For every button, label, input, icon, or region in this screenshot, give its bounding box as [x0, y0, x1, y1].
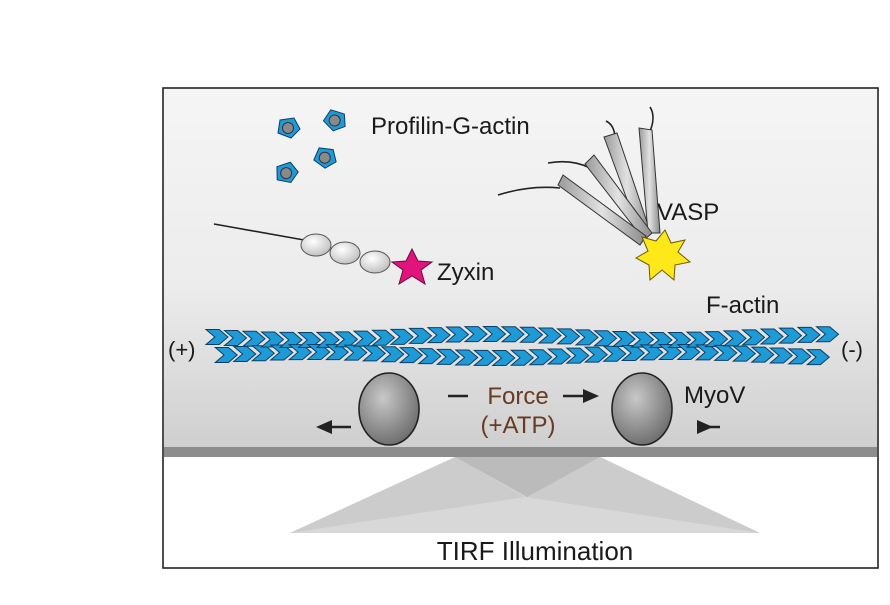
glass-surface — [164, 447, 877, 457]
actin-subunit — [398, 347, 424, 364]
f-actin-label: F-actin — [706, 292, 779, 319]
actin-subunit — [500, 326, 525, 343]
actin-subunit — [750, 346, 775, 363]
actin-subunit — [417, 348, 442, 365]
zyxin-bead — [329, 241, 361, 265]
f-actin-filament — [204, 326, 840, 366]
tirf-beams — [290, 457, 760, 533]
tirf-label: TIRF Illumination — [437, 536, 634, 566]
actin-subunit — [491, 349, 516, 366]
minus-end-label: (-) — [841, 337, 863, 362]
actin-subunit — [509, 349, 535, 366]
actin-subunit — [546, 348, 572, 365]
actin-subunit — [463, 326, 488, 343]
actin-subunit — [731, 345, 757, 362]
vasp-star-icon — [634, 229, 692, 282]
actin-subunit — [408, 327, 433, 344]
actin-subunit — [482, 326, 507, 343]
actin-subunit — [389, 328, 414, 345]
vasp-tetramer — [497, 106, 692, 282]
left-arrow-icon — [316, 420, 332, 434]
actin-subunit — [213, 347, 239, 363]
actin-subunit — [361, 345, 387, 362]
force-annotation — [316, 389, 720, 434]
profilin-label: Profilin-G-actin — [371, 113, 530, 140]
actin-subunit — [472, 349, 498, 366]
actin-subunit — [805, 349, 831, 366]
actin-subunit — [445, 326, 470, 343]
actin-subunit — [778, 327, 803, 344]
myov-label: MyoV — [684, 382, 745, 409]
zyxin-star-icon — [390, 247, 434, 286]
actin-subunit — [454, 349, 479, 366]
actin-subunit — [537, 327, 562, 344]
actin-subunit — [435, 348, 461, 365]
zyxin-bead — [359, 250, 391, 274]
actin-subunit — [556, 328, 581, 345]
force-label: Force — [487, 383, 548, 410]
atp-label: (+ATP) — [481, 412, 556, 439]
actin-subunit — [380, 346, 405, 363]
actin-subunit — [519, 326, 544, 343]
myosin-head-icon — [358, 372, 420, 446]
myosin-head-icon — [611, 372, 673, 446]
actin-subunit — [741, 329, 766, 346]
actin-subunit — [426, 327, 451, 344]
actin-subunit — [815, 326, 840, 343]
actin-subunit — [223, 329, 248, 346]
actin-subunit — [787, 348, 812, 365]
vasp-label: VASP — [657, 199, 719, 226]
actin-subunit — [768, 347, 794, 364]
zyxin-construct — [213, 223, 434, 286]
flow-chamber — [162, 87, 879, 569]
actin-subunit — [204, 329, 229, 345]
zyxin-bead — [300, 233, 332, 257]
plus-end-label: (+) — [168, 337, 196, 362]
actin-subunit — [583, 346, 609, 363]
zyxin-label: Zyxin — [437, 259, 494, 286]
actin-subunit — [796, 326, 821, 343]
actin-subunit — [574, 329, 599, 346]
myosin-v-motors — [358, 372, 673, 446]
actin-subunit — [759, 328, 784, 345]
actin-subunit — [528, 349, 553, 366]
right-arrow-icon — [583, 389, 599, 403]
actin-subunit — [371, 329, 396, 346]
actin-subunit — [565, 347, 590, 364]
